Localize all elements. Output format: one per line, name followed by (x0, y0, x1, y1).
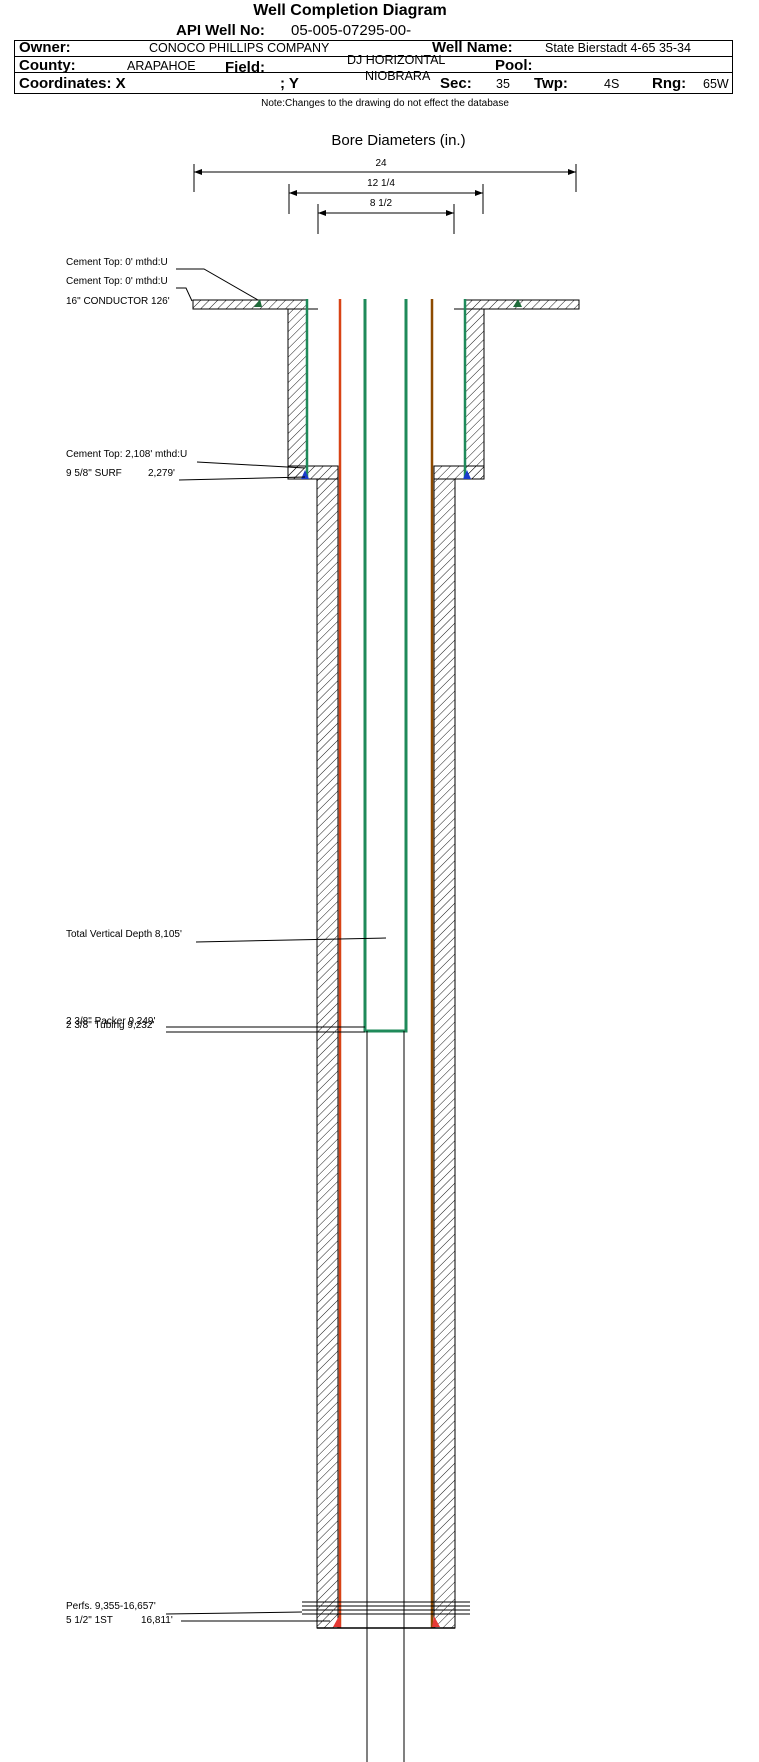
header-table (14, 40, 733, 94)
cement-marker-icon (432, 1616, 440, 1627)
bore-dimension-24 (193, 164, 577, 192)
tubing-annotation: 2 3/8" Tubing 9,232' (66, 1020, 155, 1031)
rng-label: Rng: (652, 75, 687, 92)
production-casing-depth: 16,811' (141, 1615, 173, 1626)
leader-lines (165, 268, 387, 1622)
upper-cement-right (464, 308, 485, 480)
field-value: DJ HORIZONTAL (347, 53, 446, 67)
api-label: API Well No: (176, 22, 265, 39)
packer-annotation: 2 3/8" Packer 9,249' (66, 1016, 156, 1027)
cement-marker-icon (254, 299, 262, 307)
conductor-annotation: 16" CONDUCTOR 126' (66, 296, 170, 307)
coordinates-label: Coordinates: X (19, 75, 126, 92)
cement-marker-icon (463, 470, 471, 479)
twp-value: 4S (604, 77, 620, 91)
owner-label: Owner: (19, 39, 71, 56)
cement-top-annotation: Cement Top: 0' mthd:U (66, 276, 168, 287)
production-casing-name: 5 1/2" 1ST (66, 1615, 113, 1626)
bore-diameter-label: 24 (375, 158, 387, 169)
lower-cement-left (316, 478, 339, 1629)
coordinates-y-label: ; Y (280, 75, 299, 92)
conductor-flange-left (192, 299, 308, 310)
api-value: 05-005-07295-00- (291, 22, 412, 39)
field-value-cont: NIOBRARA (365, 69, 431, 83)
sec-value: 35 (496, 77, 510, 91)
twp-label: Twp: (534, 75, 568, 92)
well-name-label: Well Name: (432, 39, 513, 56)
lower-cement-right (433, 478, 456, 1629)
rng-value: 65W (703, 77, 729, 91)
conductor-flange-right (464, 299, 580, 310)
upper-cement-left (287, 308, 308, 480)
sec-label: Sec: (440, 75, 472, 92)
cement-marker-icon (333, 1616, 341, 1627)
cement-top-annotation: Cement Top: 0' mthd:U (66, 257, 168, 268)
header-divider (14, 56, 733, 57)
well-name-value: State Bierstadt 4-65 35-34 (545, 41, 691, 55)
diagram-title: Well Completion Diagram (253, 2, 447, 19)
tubing-string (363, 299, 408, 1033)
tvd-annotation: Total Vertical Depth 8,105' (66, 929, 182, 940)
field-label: Field: (225, 59, 265, 76)
note-text: Note:Changes to the drawing do not effec… (261, 98, 509, 109)
surface-casing-depth: 2,279' (148, 468, 175, 479)
county-label: County: (19, 57, 76, 74)
bore-diameters-title: Bore Diameters (in.) (331, 132, 466, 149)
bore-diameter-label: 12 1/4 (367, 178, 395, 189)
cement-top-annotation: Cement Top: 2,108' mthd:U (66, 449, 188, 460)
cement-marker-icon (513, 299, 522, 307)
perfs-annotation: Perfs. 9,355-16,657' (66, 1601, 156, 1612)
owner-value: CONOCO PHILLIPS COMPANY (149, 41, 330, 55)
county-value: ARAPAHOE (127, 59, 196, 73)
bore-dimension-8-1-2 (317, 204, 455, 234)
pool-label: Pool: (495, 57, 533, 74)
bore-diameter-label: 8 1/2 (369, 198, 393, 209)
header-divider (14, 72, 733, 73)
bore-dimension-12-1-4 (288, 184, 484, 214)
surface-casing-name: 9 5/8" SURF (66, 468, 122, 479)
perforation-marks (302, 1601, 470, 1615)
